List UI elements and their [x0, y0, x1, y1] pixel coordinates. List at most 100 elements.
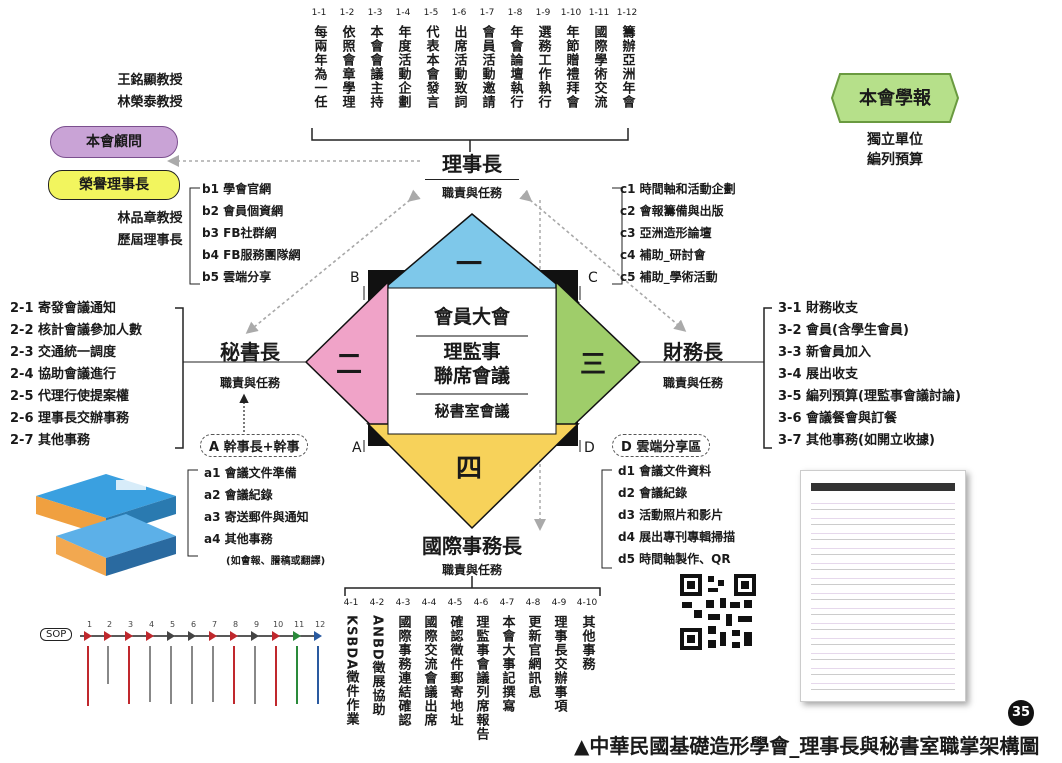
finance-block: 財務長	[648, 336, 738, 365]
intl-block: 國際事務長 職責與任務	[404, 530, 540, 578]
advisor-names-bottom: 林品章教授 歷屆理事長	[90, 208, 210, 252]
sop-markers	[84, 631, 322, 641]
page-number: 35	[1008, 700, 1034, 726]
general-assembly-label: 會員大會	[433, 306, 510, 328]
c-item: c2 會報籌備與出版	[620, 204, 724, 218]
sop-step-number: 5	[170, 620, 176, 629]
c-item: c4 補助_研討會	[620, 248, 706, 262]
journal-notes: 獨立單位 編列預算	[830, 130, 960, 170]
president-subtitle: 職責與任務	[441, 186, 502, 200]
d-item: d2 會議紀錄	[618, 486, 688, 500]
finance-duty: 3-3 新會員加入	[778, 345, 872, 360]
a-item: a4 其他事務	[204, 532, 273, 546]
journal-label: 本會學報	[859, 88, 931, 109]
a-items-list: a1 會議文件準備 a2 會議紀錄 a3 寄送郵件與通知 a4 其他事務	[204, 462, 309, 550]
sop-label: SOP	[40, 628, 73, 641]
a-items-note: (如會報、謄稿或翻譯)	[226, 556, 326, 567]
sop-step-number: 8	[233, 620, 239, 629]
journal-note: 獨立單位	[867, 132, 923, 148]
sop-step-number: 3	[128, 620, 134, 629]
sop-step-number: 4	[149, 620, 155, 629]
secretary-duty: 2-5 代理行使提案權	[10, 389, 130, 404]
d-item: d3 活動照片和影片	[618, 508, 724, 522]
advisor-name: 林品章教授	[117, 211, 183, 226]
board-meeting-line: 聯席會議	[433, 365, 510, 387]
sop-step-number: 12	[315, 620, 326, 629]
doc-table-lines	[811, 495, 955, 695]
d-item: d4 展出專刊專輯掃描	[618, 530, 736, 544]
finance-duty: 3-1 財務收支	[778, 301, 859, 316]
d-box-label: D 雲端分享區	[612, 434, 711, 457]
sop-step-number: 6	[191, 620, 197, 629]
b-item: b3 FB社群網	[202, 226, 277, 240]
a-box-label: A 幹事長+幹事	[200, 434, 309, 457]
c-items-list: c1 時間軸和活動企劃 c2 會報籌備與出版 c3 亞洲造形論壇 c4 補助_研…	[620, 178, 736, 288]
sop-step-text-strokes	[87, 646, 319, 706]
doc-header-bar	[811, 483, 955, 491]
sop-step-number: 9	[254, 620, 260, 629]
quadrant-numeral-top: 一	[456, 250, 483, 280]
finance-title: 財務長	[663, 340, 723, 364]
advisor-names-top: 王銘顯教授 林榮泰教授	[90, 70, 210, 114]
secretary-duty: 2-3 交通統一調度	[10, 345, 117, 360]
venue-map-illustration	[26, 466, 186, 596]
finance-duty: 3-6 會議餐會與訂餐	[778, 411, 898, 426]
sop-step-number: 7	[212, 620, 218, 629]
secretary-duty: 2-4 協助會議進行	[10, 367, 117, 382]
corner-label-a: A	[352, 440, 362, 456]
board-meeting-label: 理監事 聯席會議	[388, 340, 556, 388]
corner-label-d: D	[584, 440, 595, 456]
quadrant-numeral-left: 二	[336, 350, 363, 380]
b-item: b2 會員個資網	[202, 204, 284, 218]
finance-duty: 3-4 展出收支	[778, 367, 859, 382]
corner-label-c: C	[588, 270, 598, 286]
intl-title: 國際事務長	[422, 534, 522, 558]
finance-duty: 3-5 編列預算(理監事會議討論)	[778, 389, 961, 404]
intl-subtitle: 職責與任務	[441, 563, 502, 577]
c-item: c1 時間軸和活動企劃	[620, 182, 736, 196]
advisor-name: 王銘顯教授	[117, 73, 183, 88]
qr-code	[678, 572, 758, 652]
b-item: b4 FB服務團隊網	[202, 248, 301, 262]
advisor-badge: 本會顧問	[50, 126, 178, 158]
quadrant-numeral-bottom: 四	[456, 454, 483, 484]
figure-caption: ▲中華民國基礎造形學會_理事長與秘書室職掌架構圖	[574, 734, 1040, 758]
a-item: a3 寄送郵件與通知	[204, 510, 309, 524]
honorary-president-badge: 榮譽理事長	[48, 170, 180, 200]
president-title: 理事長	[442, 152, 502, 176]
sop-step-number: 2	[107, 620, 113, 629]
d-item: d1 會議文件資料	[618, 464, 712, 478]
secretary-duty: 2-1 寄發會議通知	[10, 301, 117, 316]
secretary-duty: 2-7 其他事務	[10, 433, 91, 448]
secretary-title: 秘書長	[220, 340, 280, 364]
b-item: b1 學會官網	[202, 182, 272, 196]
president-block: 理事長 職責與任務	[425, 148, 519, 201]
sop-step-number: 1	[87, 620, 93, 629]
finance-subtitle: 職責與任務	[662, 376, 723, 390]
secretary-duty: 2-2 核計會議參加人數	[10, 323, 143, 338]
board-meeting-line: 理監事	[443, 341, 501, 363]
role-diamond	[304, 213, 642, 530]
secretary-duties-list: 2-1 寄發會議通知 2-2 核計會議參加人數 2-3 交通統一調度 2-4 協…	[10, 298, 142, 452]
finance-duty: 3-7 其他事務(如開立收據)	[778, 433, 935, 448]
secretary-block: 秘書長	[208, 336, 292, 365]
c-item: c3 亞洲造形論壇	[620, 226, 712, 240]
finance-duties-list: 3-1 財務收支 3-2 會員(含學生會員) 3-3 新會員加入 3-4 展出收…	[778, 298, 961, 452]
